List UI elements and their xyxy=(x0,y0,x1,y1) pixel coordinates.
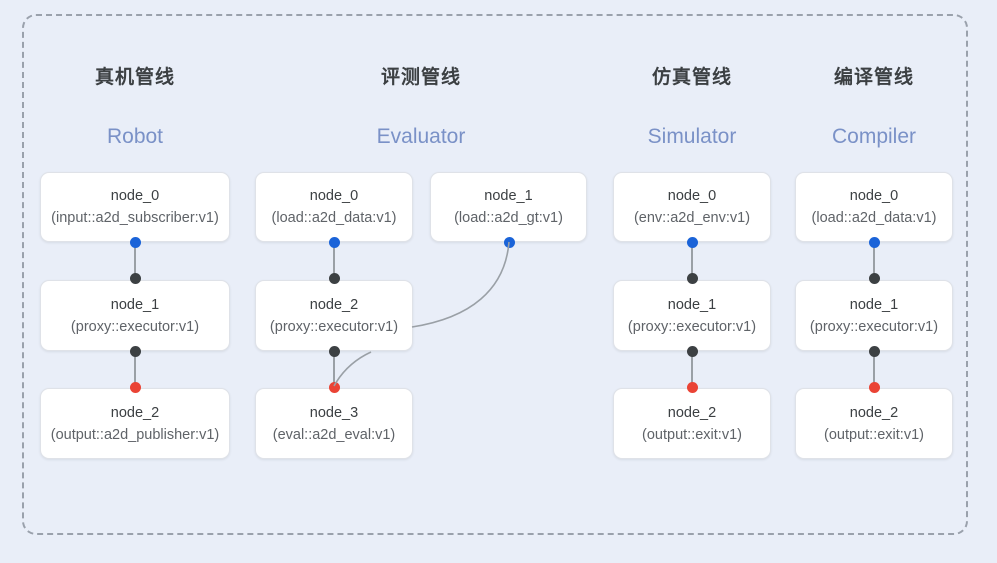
edge-robot-1-2 xyxy=(134,351,136,388)
port-dot-proxy-out-evaluator-node_2[interactable] xyxy=(328,345,340,357)
node-name: node_2 xyxy=(110,404,160,421)
node-name: node_3 xyxy=(309,404,359,421)
node-name: node_1 xyxy=(484,188,533,204)
column-title-en-compiler: Compiler xyxy=(831,125,917,148)
node-box-simulator-node_1[interactable]: node_1 (proxy::executor:v1) xyxy=(613,280,771,351)
port-dot-proxy-in-evaluator-node_2[interactable] xyxy=(328,272,340,284)
node-box-simulator-node_0[interactable]: node_0 (env::a2d_env:v1) xyxy=(613,172,771,242)
column-title-cn-compiler: 编译管线 xyxy=(833,67,914,88)
node-name: node_0 xyxy=(849,188,899,204)
node-name: node_1 xyxy=(849,296,899,313)
edge-evaluator-0-2 xyxy=(333,242,335,280)
node-type: (load::a2d_data:v1) xyxy=(271,210,397,226)
node-name: node_0 xyxy=(110,188,160,204)
port-dot-proxy-in-compiler-node_1[interactable] xyxy=(868,272,880,284)
node-type: (proxy::executor:v1) xyxy=(269,318,399,335)
node-box-robot-node_1[interactable]: node_1 (proxy::executor:v1) xyxy=(40,280,230,351)
port-dot-output-compiler-node_2[interactable] xyxy=(868,381,880,393)
port-dot-proxy-in-robot-node_1[interactable] xyxy=(129,272,141,284)
port-dot-output-robot-node_2[interactable] xyxy=(129,381,141,393)
node-type: (eval::a2d_eval:v1) xyxy=(272,426,396,443)
node-name: node_2 xyxy=(849,404,899,421)
node-box-robot-node_2[interactable]: node_2 (output::a2d_publisher:v1) xyxy=(40,388,230,459)
port-dot-input-simulator-node_0[interactable] xyxy=(686,236,698,248)
port-dot-proxy-out-compiler-node_1[interactable] xyxy=(868,345,880,357)
node-box-evaluator-node_0[interactable]: node_0 (load::a2d_data:v1) xyxy=(255,172,413,242)
port-dot-output-simulator-node_2[interactable] xyxy=(686,381,698,393)
port-dot-proxy-out-simulator-node_1[interactable] xyxy=(686,345,698,357)
node-name: node_0 xyxy=(309,188,359,204)
node-box-evaluator-node_1[interactable]: node_1 (load::a2d_gt:v1) xyxy=(430,172,587,242)
node-name: node_1 xyxy=(667,296,717,313)
column-title-cn-simulator: 仿真管线 xyxy=(651,67,732,88)
node-type: (proxy::executor:v1) xyxy=(809,318,939,335)
node-box-robot-node_0[interactable]: node_0 (input::a2d_subscriber:v1) xyxy=(40,172,230,242)
port-dot-output-evaluator-node_3[interactable] xyxy=(328,381,340,393)
node-box-compiler-node_1[interactable]: node_1 (proxy::executor:v1) xyxy=(795,280,953,351)
port-dot-input-evaluator-node_1[interactable] xyxy=(503,236,515,248)
node-name: node_2 xyxy=(309,296,359,313)
edge-compiler-1-2 xyxy=(873,351,875,388)
column-title-cn-evaluator: 评测管线 xyxy=(380,67,461,88)
edge-simulator-0-1 xyxy=(691,242,693,280)
edge-robot-0-1 xyxy=(134,242,136,280)
node-type: (load::a2d_data:v1) xyxy=(811,210,937,226)
pipeline-group-frame xyxy=(22,14,968,535)
node-name: node_2 xyxy=(667,404,717,421)
port-dot-proxy-in-simulator-node_1[interactable] xyxy=(686,272,698,284)
column-title-en-evaluator: Evaluator xyxy=(376,125,466,148)
node-type: (output::a2d_publisher:v1) xyxy=(50,426,220,443)
port-dot-input-evaluator-node_0[interactable] xyxy=(328,236,340,248)
node-type: (output::exit:v1) xyxy=(824,426,924,443)
node-box-evaluator-node_2[interactable]: node_2 (proxy::executor:v1) xyxy=(255,280,413,351)
column-title-en-robot: Robot xyxy=(106,125,164,148)
node-box-compiler-node_0[interactable]: node_0 (load::a2d_data:v1) xyxy=(795,172,953,242)
port-dot-input-compiler-node_0[interactable] xyxy=(868,236,880,248)
node-type: (load::a2d_gt:v1) xyxy=(454,210,563,226)
port-dot-input-robot-node_0[interactable] xyxy=(129,236,141,248)
column-title-cn-robot: 真机管线 xyxy=(94,67,175,88)
column-title-en-simulator: Simulator xyxy=(647,125,737,148)
node-box-simulator-node_2[interactable]: node_2 (output::exit:v1) xyxy=(613,388,771,459)
node-type: (input::a2d_subscriber:v1) xyxy=(51,210,219,226)
node-box-compiler-node_2[interactable]: node_2 (output::exit:v1) xyxy=(795,388,953,459)
port-dot-proxy-out-robot-node_1[interactable] xyxy=(129,345,141,357)
node-box-evaluator-node_3[interactable]: node_3 (eval::a2d_eval:v1) xyxy=(255,388,413,459)
node-name: node_0 xyxy=(667,188,717,204)
node-type: (proxy::executor:v1) xyxy=(627,318,757,335)
node-type: (proxy::executor:v1) xyxy=(70,318,200,335)
node-type: (env::a2d_env:v1) xyxy=(633,210,751,226)
node-name: node_1 xyxy=(110,296,160,313)
edge-simulator-1-2 xyxy=(691,351,693,388)
edge-compiler-0-1 xyxy=(873,242,875,280)
node-type: (output::exit:v1) xyxy=(642,426,742,443)
